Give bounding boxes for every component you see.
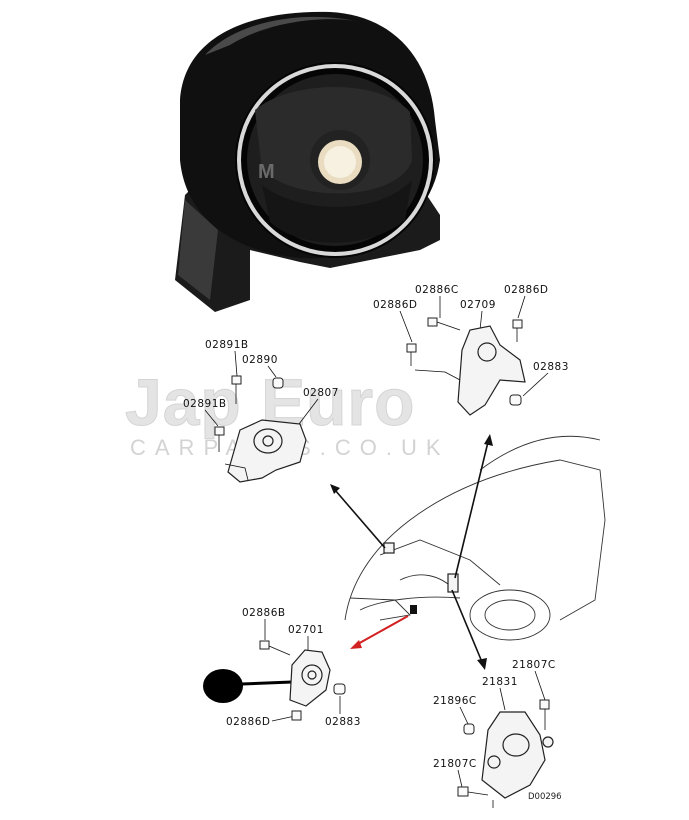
label-02886d-bottom: 02886D	[226, 716, 271, 728]
highlight-arrow	[355, 615, 409, 646]
bolt-icon	[539, 699, 550, 710]
bolt-icon	[259, 640, 270, 650]
label-21831: 21831	[482, 676, 518, 688]
bolt-icon	[406, 343, 417, 353]
label-02890: 02890	[242, 354, 278, 366]
diagram-code: D00296	[528, 792, 562, 802]
nut-icon	[463, 723, 475, 735]
mount-a-assembly: 02891B 02890 02891B 02807	[183, 339, 339, 483]
bolt-icon	[214, 426, 225, 436]
bolt-icon	[427, 317, 438, 327]
nut-icon	[272, 377, 284, 389]
mount-c-location	[410, 605, 417, 614]
embossed-m-mark: M	[258, 161, 275, 183]
bolt-icon	[231, 375, 242, 385]
mount-d-assembly: 21807C 21831 21896C 21807C D00296	[433, 659, 562, 808]
label-02891b-top: 02891B	[205, 339, 249, 351]
label-02701: 02701	[288, 624, 324, 636]
bolt-icon	[512, 319, 523, 329]
label-02709: 02709	[460, 299, 496, 311]
mount-b-bracket	[457, 325, 526, 416]
label-02886d-right: 02886D	[504, 284, 549, 296]
mount-b-location	[447, 573, 459, 593]
mount-c-assembly: 02886B 02701 02886D 02883	[203, 607, 361, 728]
bolt-icon	[457, 786, 469, 797]
pointer-arrows	[330, 434, 493, 670]
label-02886b: 02886B	[242, 607, 286, 619]
mount-b-assembly: 02886C 02886D 02709 02886D 02883	[373, 284, 569, 416]
label-02883-bottom: 02883	[325, 716, 361, 728]
label-02891b-bottom: 02891B	[183, 398, 227, 410]
label-21807c-bottom: 21807C	[433, 758, 477, 770]
nut-icon	[509, 394, 522, 406]
label-02807: 02807	[303, 387, 339, 399]
engine-mount-photo: M	[175, 11, 440, 312]
mount-a-location	[383, 542, 395, 554]
label-21807c-top: 21807C	[512, 659, 556, 671]
bolt-icon	[291, 710, 302, 721]
label-02886d-left: 02886D	[373, 299, 418, 311]
label-21896c: 21896C	[433, 695, 477, 707]
nut-icon	[333, 683, 346, 695]
highlight-marker	[203, 669, 243, 703]
car-outline	[344, 435, 606, 641]
label-02883-top: 02883	[533, 361, 569, 373]
label-02886c: 02886C	[415, 284, 459, 296]
